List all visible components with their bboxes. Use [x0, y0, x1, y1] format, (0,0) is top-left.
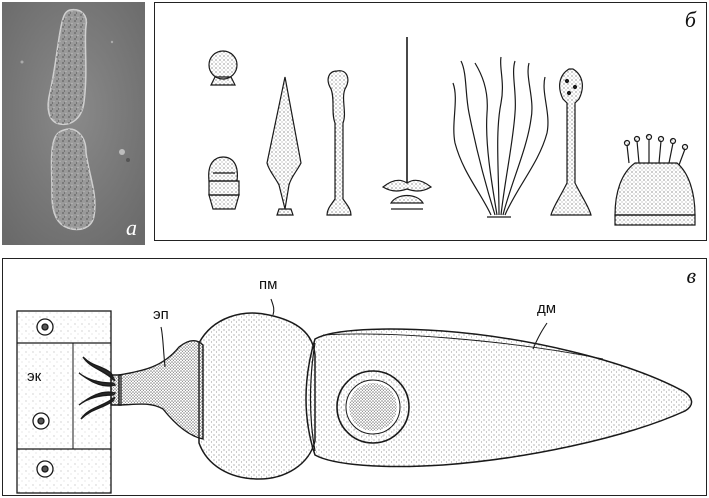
epimerite-neck	[119, 341, 203, 439]
panel-letter-b: б	[685, 9, 696, 31]
epimerite-fronds	[453, 57, 548, 217]
label-pm: пм	[259, 277, 277, 292]
epimerite-crown	[615, 135, 695, 226]
epimerite-bell	[209, 157, 239, 209]
epimerite-drawings	[155, 3, 708, 242]
gregarine-diagram-panel-c: эк эп пм дм в	[2, 258, 707, 496]
epimerite-needle	[383, 37, 431, 209]
panel-letter-c: в	[686, 265, 696, 287]
panel-letter-a: а	[126, 217, 137, 239]
nucleus	[337, 371, 409, 443]
leader-pm	[271, 299, 274, 315]
epimerite-types-panel-b: б	[154, 2, 707, 241]
label-ep: эп	[153, 307, 169, 322]
epimerite-spiked-bulb	[551, 69, 591, 215]
epimerite-round-knob	[209, 51, 237, 85]
epimerite-stalk-knob	[327, 71, 351, 215]
label-ek: эк	[27, 369, 41, 384]
label-dm: дм	[537, 301, 556, 316]
gregarine-drawing	[3, 259, 708, 497]
protomerite	[199, 313, 315, 479]
micrograph-panel-a: а	[2, 2, 145, 245]
epimerite-spear	[267, 77, 301, 215]
micrograph-image	[2, 2, 145, 245]
epithelial-cells	[17, 311, 111, 493]
